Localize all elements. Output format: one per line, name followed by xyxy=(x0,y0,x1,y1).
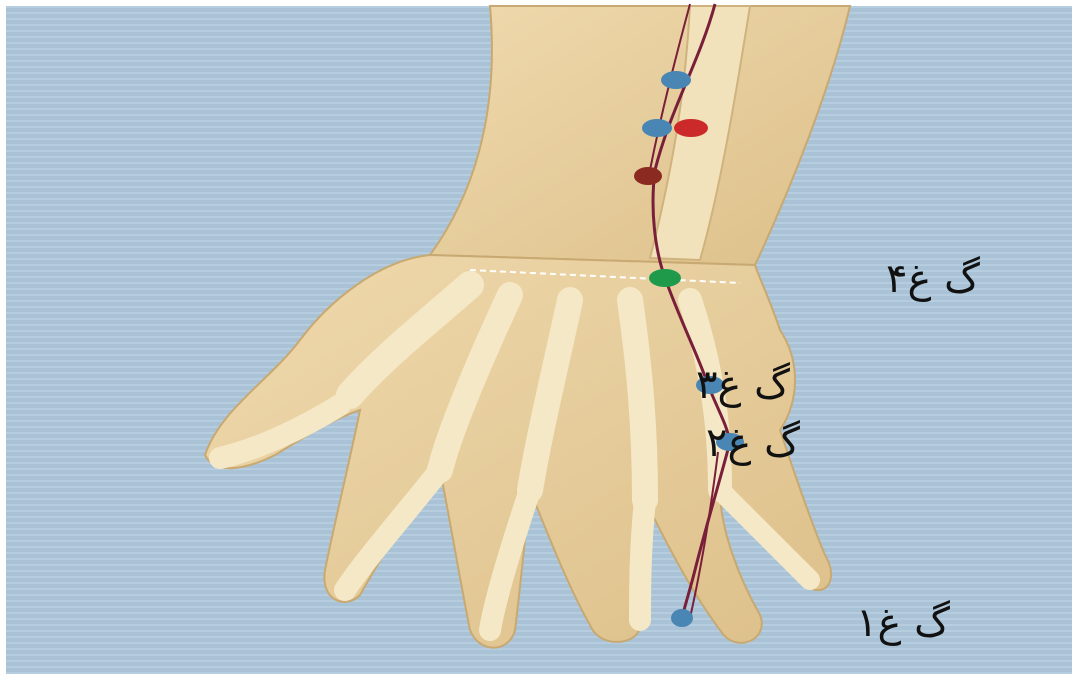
label-point-2: گ غ۲ xyxy=(706,420,800,466)
left-border xyxy=(0,0,6,680)
acupoint-7 xyxy=(674,119,708,137)
acupoint-1 xyxy=(671,609,693,627)
acupoint-5 xyxy=(634,167,662,185)
metacarpal-bone-4 xyxy=(630,300,645,500)
ring-finger-bone xyxy=(640,500,645,620)
label-point-4: گ غ۴ xyxy=(886,256,980,302)
bottom-border xyxy=(0,674,1080,680)
right-border xyxy=(1072,0,1080,680)
label-point-3: گ غ۳ xyxy=(696,362,790,408)
acupoint-6 xyxy=(642,119,672,137)
acupoint-8 xyxy=(661,71,691,89)
label-point-1: گ غ۱ xyxy=(856,600,950,646)
acupoint-4 xyxy=(649,269,681,287)
